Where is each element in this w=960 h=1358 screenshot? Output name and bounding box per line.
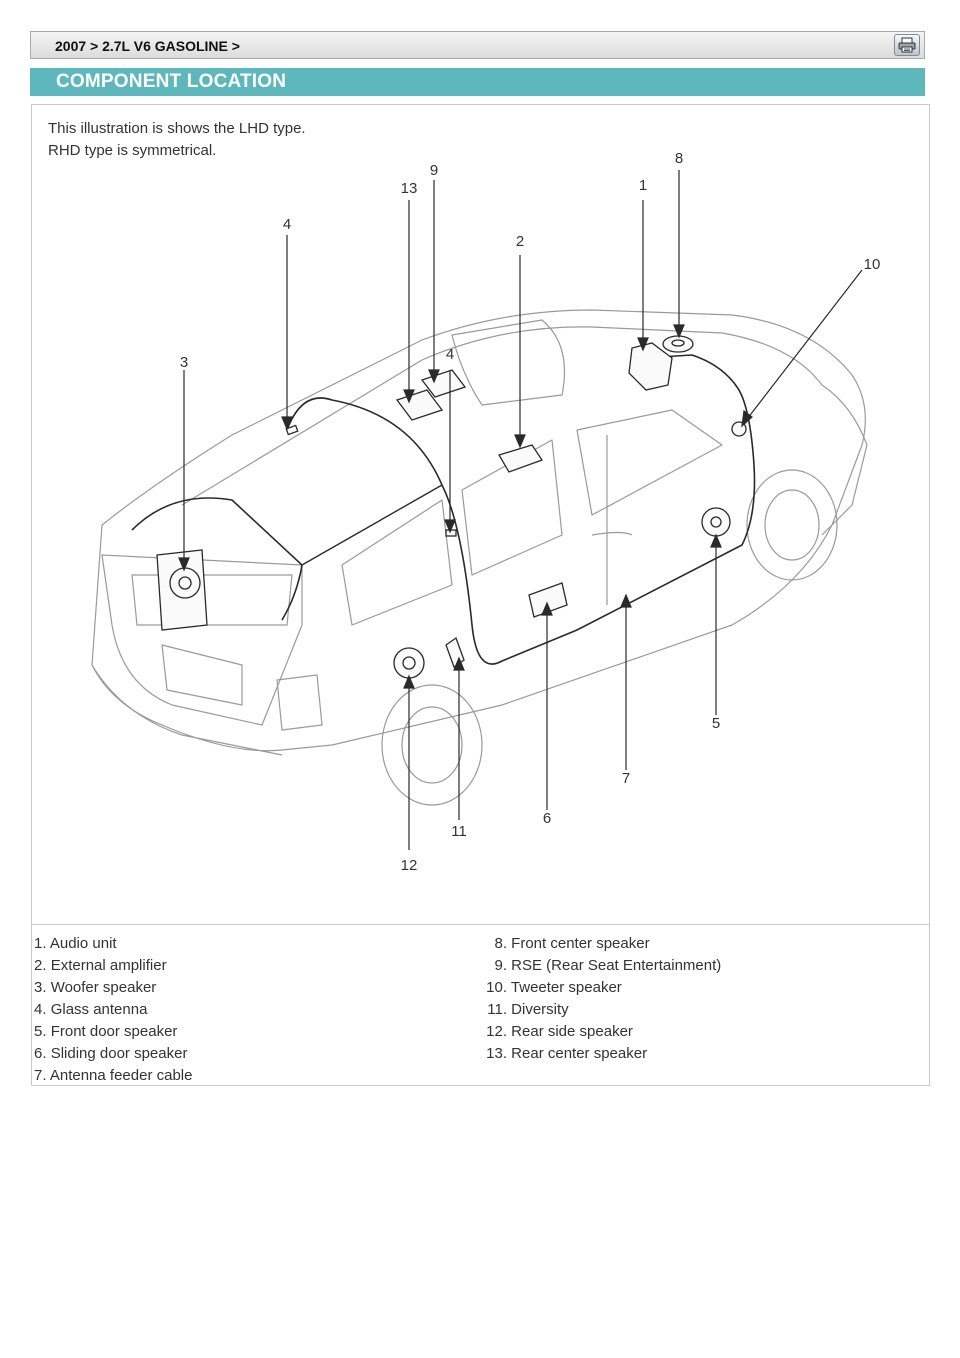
- figure-panel: This illustration is shows the LHD type.…: [31, 104, 930, 925]
- callout-6: 6: [543, 810, 551, 827]
- legend-panel: 1. Audio unit 2. External amplifier 3. W…: [31, 924, 930, 1086]
- figure-note-line-2: RHD type is symmetrical.: [48, 142, 217, 159]
- section-header: COMPONENT LOCATION: [30, 68, 925, 96]
- legend-item: 1. Audio unit: [34, 935, 117, 952]
- legend-item: 2. External amplifier: [34, 957, 167, 974]
- print-button[interactable]: [894, 34, 920, 56]
- callout-4b: 4: [446, 346, 454, 363]
- legend-item: 6. Sliding door speaker: [34, 1045, 188, 1062]
- callout-10: 10: [864, 256, 881, 273]
- callout-4a: 4: [283, 216, 291, 233]
- callout-5: 5: [712, 715, 720, 732]
- glass-antenna-line: [131, 497, 303, 621]
- legend-item: 3. Woofer speaker: [34, 979, 157, 996]
- antenna-feeder-cable-line: [286, 354, 756, 665]
- legend-column-right: 8. Front center speaker 9. RSE (Rear Sea…: [480, 933, 721, 1065]
- callout-9: 9: [430, 162, 438, 179]
- legend-item: 13. Rear center speaker: [486, 1045, 648, 1062]
- callout-8: 8: [675, 150, 683, 167]
- vehicle-illustration: [91, 309, 868, 756]
- legend-item: 11. Diversity: [487, 1001, 569, 1018]
- callout-2: 2: [516, 233, 524, 250]
- legend-item: 10. Tweeter speaker: [486, 979, 622, 996]
- callout-12: 12: [401, 857, 418, 874]
- amplifier-wiring: [301, 484, 443, 566]
- legend-item: 4. Glass antenna: [34, 1001, 148, 1018]
- legend-column-left: 1. Audio unit 2. External amplifier 3. W…: [34, 933, 192, 1087]
- wheels: [381, 469, 838, 806]
- printer-icon: [898, 37, 916, 53]
- callout-1: 1: [639, 177, 647, 194]
- legend-item: 7. Antenna feeder cable: [34, 1067, 193, 1084]
- breadcrumb-bar: 2007 > 2.7L V6 GASOLINE >: [30, 31, 925, 59]
- callout-13: 13: [401, 180, 418, 197]
- callout-3: 3: [180, 354, 188, 371]
- callout-leaders: [178, 170, 863, 850]
- section-title: COMPONENT LOCATION: [56, 71, 287, 92]
- legend-item: 8. Front center speaker: [494, 935, 650, 952]
- callout-labels: 1 2 3 4 4 5 6 7 8 9 10 11 12 13: [180, 150, 881, 874]
- legend-item: 12. Rear side speaker: [486, 1023, 633, 1040]
- figure-note-line-1: This illustration is shows the LHD type.: [48, 120, 306, 137]
- legend-item: 5. Front door speaker: [34, 1023, 178, 1040]
- component-location-diagram: 1 2 3 4 4 5 6 7 8 9 10 11 12 13: [91, 150, 881, 874]
- breadcrumb[interactable]: 2007 > 2.7L V6 GASOLINE >: [55, 38, 240, 54]
- legend-item: 9. RSE (Rear Seat Entertainment): [494, 957, 722, 974]
- callout-11: 11: [451, 823, 467, 840]
- callout-7: 7: [622, 770, 630, 787]
